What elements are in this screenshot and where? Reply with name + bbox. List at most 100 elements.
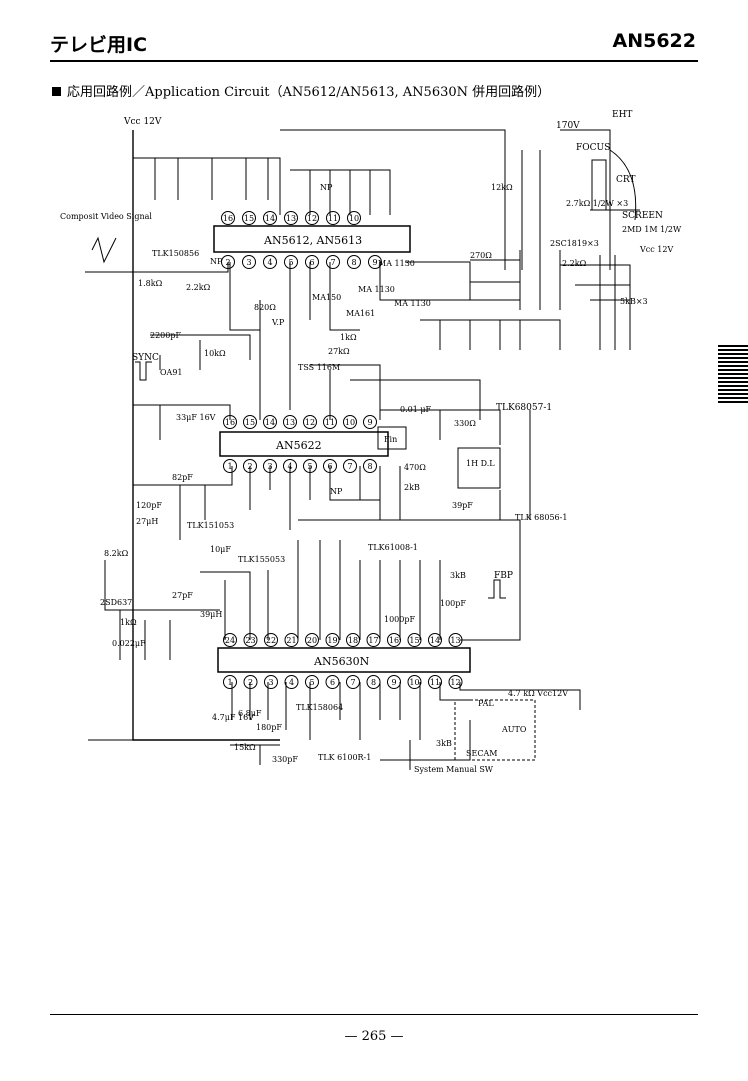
- label-system-sw: System Manual SW: [414, 765, 494, 774]
- ic2-pin-top-10: [343, 415, 357, 429]
- ic2-pin-label-bottom-1: 1: [227, 462, 232, 471]
- ic3-pin-bottom-5: [305, 675, 319, 689]
- label-2sd637: 2SD637: [100, 598, 132, 607]
- header-rule: [50, 60, 698, 62]
- ic3-bottom-left: [231, 682, 311, 740]
- label-0.01u: 0.01 μF: [400, 405, 432, 414]
- ic1-pin-top-10: [347, 211, 361, 225]
- label-27k: 27kΩ: [328, 347, 350, 356]
- label-fbp: FBP: [494, 571, 513, 581]
- label-10k: 10kΩ: [204, 349, 226, 358]
- label-tlk68057: TLK68057-1: [496, 403, 552, 413]
- ic1-pin-bottom-5: [284, 255, 298, 269]
- ic2-pin-label-top-9: 9: [367, 418, 372, 427]
- ic1-pin-label-top-16: 16: [223, 214, 233, 223]
- label-180p: 180pF: [256, 723, 282, 732]
- label-2.2k: 2.2kΩ: [562, 259, 587, 268]
- ic3-pin-label-bottom-6: 6: [330, 678, 335, 687]
- ic3-pin-label-bottom-1: 1: [227, 678, 232, 687]
- label-tlk61008: TLK61008-1: [368, 543, 418, 552]
- ic3-bottom-right: [339, 682, 470, 740]
- ic2-pin-bottom-1: [223, 459, 237, 473]
- ic3-pin-label-top-14: 14: [430, 636, 440, 645]
- collector-loads: [504, 150, 541, 270]
- ic3-pin-label-top-16: 16: [389, 636, 399, 645]
- ic3-pin-label-top-17: 17: [368, 636, 378, 645]
- label-tlk158064: TLK158064: [296, 703, 343, 712]
- ic2-pin-label-top-13: 13: [285, 418, 295, 427]
- ic1-pin-bottom-6: [305, 255, 319, 269]
- vcc-top-bus: [133, 157, 281, 215]
- label-120p: 120pF: [136, 501, 162, 510]
- label-3kb: 3kB: [450, 571, 466, 580]
- label-1k: 1kΩ: [340, 333, 357, 342]
- ic2-pin-top-9: [363, 415, 377, 429]
- label-vcc-sw: 4.7 kΩ Vcc12V: [508, 689, 568, 698]
- label-1k-c: 1kΩ: [120, 618, 137, 627]
- ic2-to-dl: [380, 409, 501, 445]
- header-part-number: AN5622: [612, 30, 697, 52]
- component-labels: Vcc 12V 170V EHT FOCUS CRT SCREEN Compos…: [60, 110, 682, 774]
- ic1-pin-label-bottom-4: 4: [267, 258, 272, 267]
- page-side-tab: [718, 345, 748, 405]
- label-5kb: 5kB×3: [620, 297, 648, 306]
- ic3-pin-label-top-24: 24: [225, 636, 235, 645]
- label-39uh: 39μH: [200, 610, 222, 619]
- label-ma1130-b: MA 1130: [358, 285, 395, 294]
- ic3-pin-bottom-12: [448, 675, 463, 689]
- label-np-3: NP: [330, 487, 343, 496]
- sync-pulse: [135, 361, 152, 381]
- ic3-pin-top-24: [223, 633, 237, 647]
- ic1-pin-top-15: [242, 211, 256, 225]
- fbp-pulse: [488, 579, 506, 599]
- ic1-to-output-b: [379, 262, 471, 301]
- ic1-pin-bottom-3: [242, 255, 256, 269]
- label-27uh: 27μH: [136, 517, 158, 526]
- ic-an5630n-label: AN5630N: [313, 655, 370, 668]
- label-tss: TSS 116M: [298, 363, 340, 372]
- ic1-pin-top-13: [284, 211, 298, 225]
- composite-waveform: [91, 236, 117, 264]
- label-2md: 2MD 1M 1/2W: [622, 225, 682, 234]
- ic3-pin-top-15: [407, 633, 422, 647]
- ic1-pin-label-bottom-3: 3: [246, 258, 251, 267]
- label-tlk150856: TLK150856: [152, 249, 199, 258]
- tlk155053-links: [200, 570, 269, 640]
- label-tlk151053: TLK151053: [187, 521, 234, 530]
- label-np-2: NP: [320, 183, 333, 192]
- ic2-pin-label-top-16: 16: [225, 418, 235, 427]
- label-pal: PAL: [478, 699, 494, 708]
- ic1-pin-label-bottom-8: 8: [351, 258, 356, 267]
- label-fin: Fin: [384, 435, 397, 444]
- ic-an5612-label: AN5612, AN5613: [263, 234, 362, 247]
- label-82p: 82pF: [172, 473, 193, 482]
- label-330: 330Ω: [454, 419, 476, 428]
- ic2-pin-label-bottom-7: 7: [347, 462, 352, 471]
- label-330p: 330pF: [272, 755, 298, 764]
- ic1-pin-bottom-8: [347, 255, 361, 269]
- wiring: [85, 129, 640, 770]
- label-2.2k-b: 2.2kΩ: [186, 283, 211, 292]
- bottom-tank: [380, 720, 471, 770]
- ic3-pin-label-top-21: 21: [286, 636, 296, 645]
- label-10u: 10μF: [210, 545, 231, 554]
- fin-box: [377, 426, 407, 450]
- ic1-pin-top-14: [263, 211, 277, 225]
- ic2-pin-top-14: [263, 415, 277, 429]
- system-sw-bus: [459, 682, 581, 710]
- ic3-pin-label-top-22: 22: [266, 636, 276, 645]
- title-bullet-icon: [52, 87, 61, 96]
- ic1-pin-label-top-10: 10: [349, 214, 359, 223]
- 2sd637-network: [104, 560, 220, 660]
- clamp-network: [420, 319, 561, 350]
- fbp-bus: [298, 519, 521, 641]
- ic2-bottom-links: [249, 466, 380, 530]
- ic3-pin-label-top-20: 20: [307, 636, 317, 645]
- section-title: 応用回路例／Application Circuit（AN5612/AN5613,…: [52, 81, 550, 100]
